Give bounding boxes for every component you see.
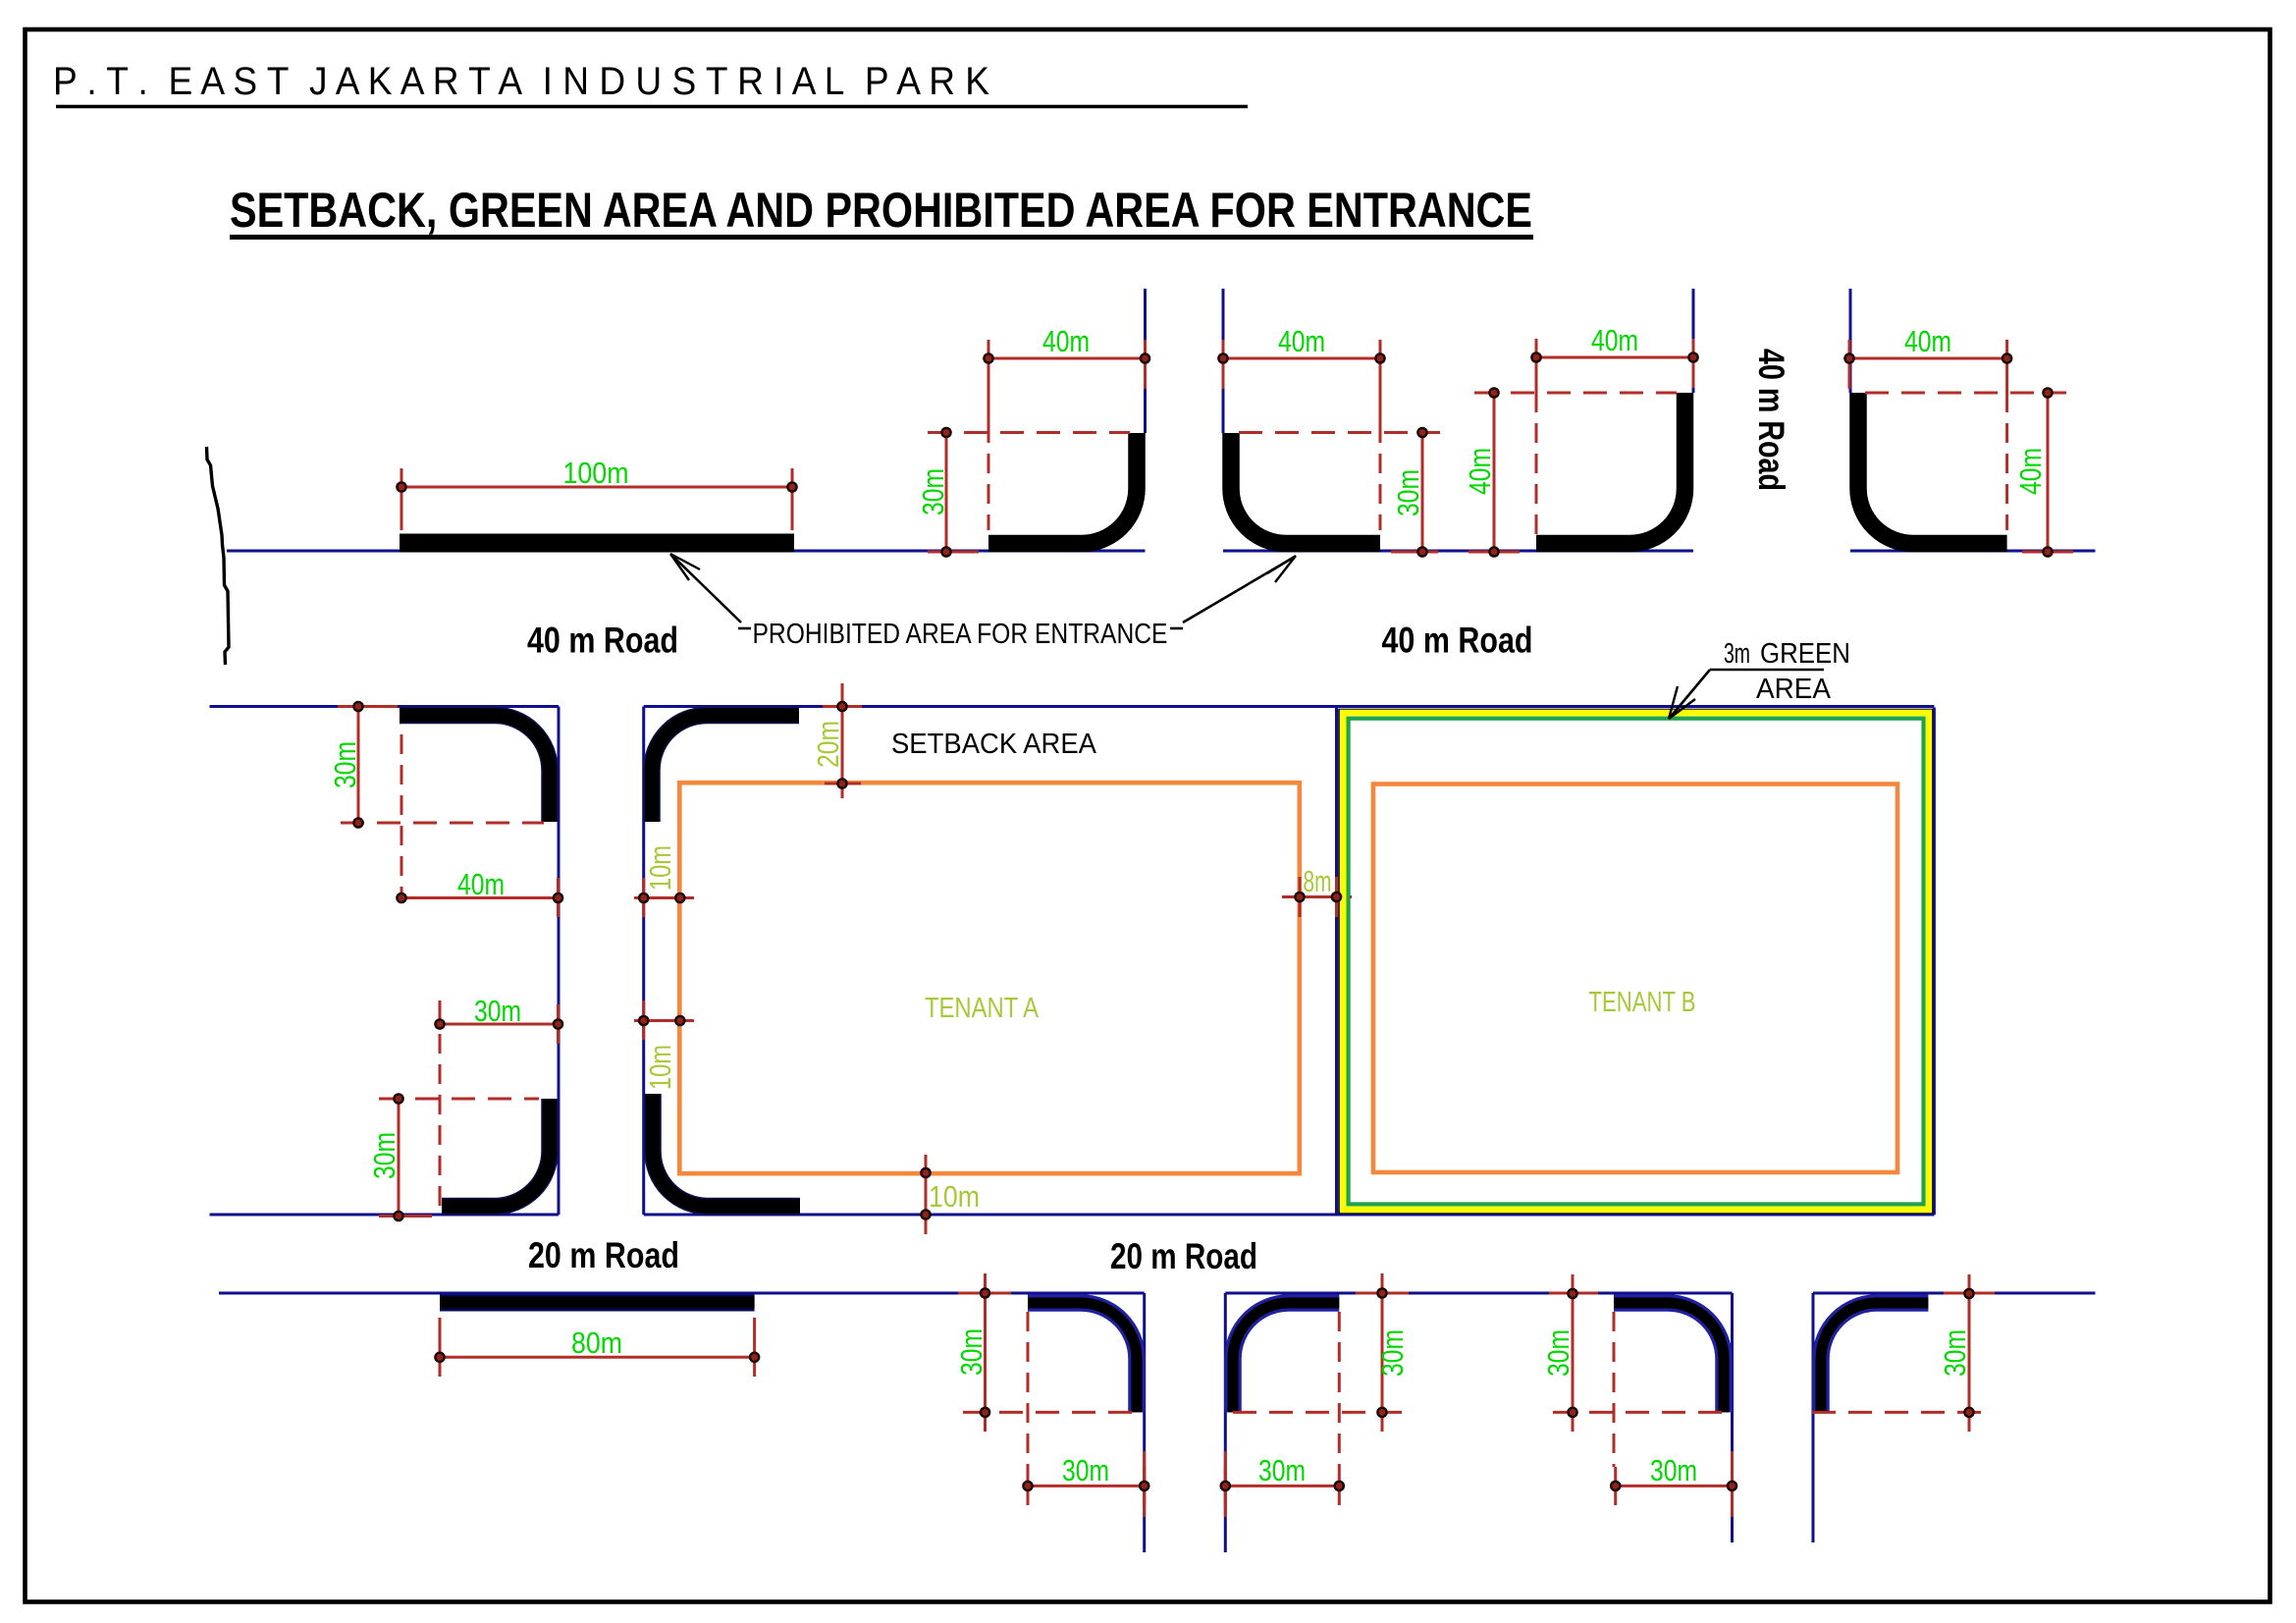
svg-text:40m: 40m xyxy=(2013,448,2048,495)
svg-text:30m: 30m xyxy=(474,994,521,1028)
svg-text:30m: 30m xyxy=(1541,1329,1575,1377)
svg-text:AREA: AREA xyxy=(1756,674,1832,705)
svg-text:30m: 30m xyxy=(1062,1453,1109,1488)
svg-text:40m: 40m xyxy=(1463,448,1497,495)
svg-text:30m: 30m xyxy=(1375,1329,1410,1377)
svg-text:40 m Road: 40 m Road xyxy=(1751,349,1791,491)
svg-text:3m: 3m xyxy=(1724,638,1750,670)
svg-text:80m: 80m xyxy=(571,1325,622,1360)
svg-text:P . T . E A S T J A K A R T: P . T . E A S T J A K A R T A I N D U S … xyxy=(53,60,989,103)
svg-text:40m: 40m xyxy=(1904,324,1951,358)
svg-text:40m: 40m xyxy=(457,867,505,901)
svg-text:GREEN: GREEN xyxy=(1760,638,1850,670)
svg-text:10m: 10m xyxy=(929,1179,980,1214)
svg-text:SETBACK AREA: SETBACK AREA xyxy=(891,729,1097,760)
svg-text:30m: 30m xyxy=(328,741,362,788)
svg-text:30m: 30m xyxy=(1938,1329,1972,1377)
svg-text:20 m Road: 20 m Road xyxy=(528,1235,679,1275)
svg-text:40m: 40m xyxy=(1591,323,1638,357)
svg-text:8m: 8m xyxy=(1304,864,1332,898)
svg-text:PROHIBITED AREA FOR ENTRANCE: PROHIBITED AREA FOR ENTRANCE xyxy=(753,619,1168,650)
svg-text:20 m Road: 20 m Road xyxy=(1110,1236,1257,1276)
svg-text:10m: 10m xyxy=(643,845,677,891)
svg-text:TENANT B: TENANT B xyxy=(1589,987,1696,1018)
svg-text:10m: 10m xyxy=(643,1045,677,1090)
svg-text:SETBACK, GREEN AREA AND PROHIB: SETBACK, GREEN AREA AND PROHIBITED AREA … xyxy=(230,183,1532,238)
svg-text:30m: 30m xyxy=(916,468,950,515)
svg-text:TENANT A: TENANT A xyxy=(925,993,1040,1024)
svg-text:40m: 40m xyxy=(1278,324,1325,358)
svg-text:40 m Road: 40 m Road xyxy=(1382,621,1533,661)
svg-text:20m: 20m xyxy=(811,721,845,768)
svg-text:30m: 30m xyxy=(1650,1453,1697,1488)
svg-text:40m: 40m xyxy=(1042,324,1090,358)
svg-text:30m: 30m xyxy=(1258,1453,1306,1488)
svg-text:100m: 100m xyxy=(563,456,629,490)
svg-text:30m: 30m xyxy=(954,1328,988,1376)
svg-text:30m: 30m xyxy=(1391,469,1425,516)
svg-text:40 m Road: 40 m Road xyxy=(527,621,678,661)
svg-text:30m: 30m xyxy=(367,1132,401,1179)
